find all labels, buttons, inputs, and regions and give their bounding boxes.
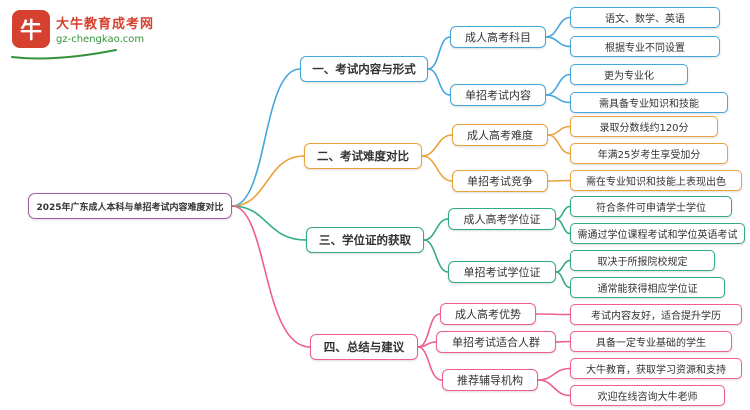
logo-title: 大牛教育成考网 [56,17,155,32]
logo-underline-swoosh [11,49,117,60]
leaf-node: 更为专业化 [570,64,688,85]
connector-line [535,313,571,316]
connector-line [555,340,571,343]
site-logo: 牛 大牛教育成考网 gz-chengkao.com [12,10,154,48]
connector-line [427,36,451,70]
connector-line [555,259,571,273]
connector-line [417,346,443,381]
node-danzhao-suitable-group: 单招考试适合人群 [436,331,556,353]
leaf-node: 取决于所报院校规定 [570,250,715,271]
connector-line [555,205,571,220]
connector-line [423,218,449,241]
connector-line [555,271,571,289]
leaf-node: 符合条件可申请学士学位 [570,196,732,217]
node-recommended-org: 推荐辅导机构 [442,369,538,391]
leaf-node: 年满25岁考生享受加分 [570,143,728,164]
connector-line [545,73,571,96]
connector-line [547,125,571,136]
branch-difficulty-comparison: 二、考试难度对比 [304,143,422,169]
connector-line [421,134,453,157]
leaf-node: 大牛教育，获取学习资源和支持 [570,358,742,379]
branch-degree-certificate: 三、学位证的获取 [306,227,424,253]
leaf-node: 通常能获得相应学位证 [570,277,725,298]
connector-line [423,239,449,273]
bull-logo-icon: 牛 [12,10,50,48]
connector-line [547,179,571,182]
logo-url: gz-chengkao.com [56,34,145,45]
connector-line [545,36,571,48]
connector-line [231,68,301,207]
connector-line [547,134,571,155]
connector-line [555,218,571,235]
connector-line [421,155,453,182]
leaf-node: 语文、数学、英语 [570,7,720,28]
node-danzhao-competition: 单招考试竞争 [452,170,548,192]
connector-line [231,205,311,348]
connector-line [231,205,307,241]
connector-line [427,68,451,96]
node-chengkao-degree: 成人高考学位证 [448,208,556,230]
leaf-node: 考试内容友好，适合提升学历 [570,304,742,325]
leaf-node: 欢迎在线咨询大牛老师 [570,385,725,406]
node-chengkao-difficulty: 成人高考难度 [452,124,548,146]
leaf-node: 需在专业知识和技能上表现出色 [570,170,742,191]
leaf-node: 需具备专业知识和技能 [570,92,728,113]
node-danzhao-degree: 单招考试学位证 [448,261,556,283]
branch-exam-content-format: 一、考试内容与形式 [300,56,428,82]
connector-line [417,341,437,348]
connector-line [545,16,571,38]
root-topic: 2025年广东成人本科与单招考试内容难度对比 [28,193,232,219]
node-chengkao-advantage: 成人高考优势 [440,303,536,325]
connector-line [545,94,571,104]
leaf-node: 需通过学位课程考试和学位英语考试 [570,223,745,244]
branch-summary-suggestions: 四、总结与建议 [310,334,418,360]
connector-line [231,155,305,207]
leaf-node: 具备一定专业基础的学生 [570,331,732,352]
connector-line [537,367,571,381]
leaf-node: 根据专业不同设置 [570,36,720,57]
connector-line [537,379,571,397]
leaf-node: 录取分数线约120分 [570,116,718,137]
node-chengkao-subjects: 成人高考科目 [450,26,546,48]
node-danzhao-content: 单招考试内容 [450,84,546,106]
